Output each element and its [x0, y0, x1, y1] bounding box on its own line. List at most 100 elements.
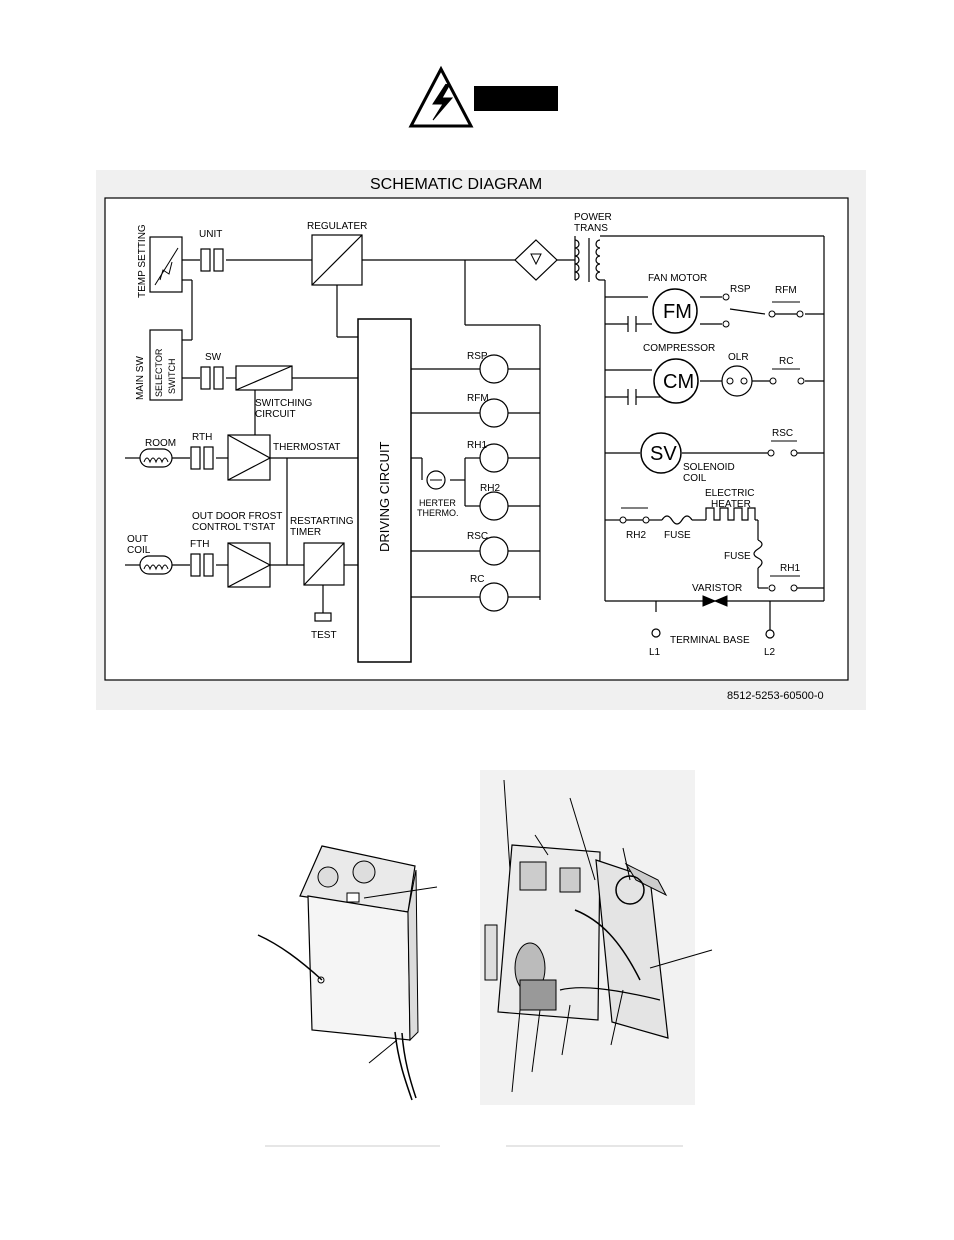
rth-connector-a	[190, 446, 201, 470]
switching-circuit-box	[235, 365, 293, 391]
rsp-switch-label: RSP	[730, 284, 751, 295]
varistor-label: VARISTOR	[692, 583, 742, 594]
temp-setting-box	[149, 236, 183, 293]
rsp-contact-3	[768, 310, 776, 318]
relay-label-rsp: RSP	[467, 351, 488, 362]
rfm-contact	[796, 310, 804, 318]
relay-rc-coil	[479, 582, 509, 612]
driving-circuit-label: DRIVING CIRCUIT	[377, 441, 392, 552]
compressor-label: COMPRESSOR	[643, 343, 715, 354]
rh2-contact-1	[619, 516, 627, 524]
part-number: 8512-5253-60500-0	[727, 690, 824, 702]
temp-setting-arrow	[154, 247, 179, 286]
out-coil-label-2: COIL	[127, 545, 151, 556]
regulater-diagonal	[311, 234, 363, 286]
fuse-1-icon	[661, 515, 693, 525]
rth-label: RTH	[192, 432, 212, 443]
rsc-contact-1	[767, 449, 775, 457]
olr-contact-2	[740, 377, 748, 385]
relay-coils	[479, 354, 509, 612]
control-box-open-illustration	[480, 770, 713, 1105]
solenoid-icon	[640, 432, 682, 474]
switching-label-1: SWITCHING	[255, 398, 312, 409]
varistor-icon-b	[713, 595, 728, 607]
rh1-switch-label: RH1	[780, 563, 800, 574]
regulater-label: REGULATER	[307, 221, 367, 232]
regulater-box	[311, 234, 363, 286]
selector-label-2: SWITCH	[167, 359, 177, 395]
relay-label-rh2: RH2	[480, 483, 500, 494]
selector-label-1: SELECTOR	[154, 348, 164, 397]
heater-label-1: ELECTRIC	[705, 488, 754, 499]
frost-control-triangle	[227, 542, 272, 588]
electric-heater-icon	[705, 507, 756, 521]
warning-label-box	[474, 86, 558, 111]
fuse-1-label: FUSE	[664, 530, 691, 541]
rsc-contact-2	[790, 449, 798, 457]
wiring	[125, 235, 825, 630]
switching-label-2: CIRCUIT	[255, 409, 296, 420]
switching-diagonal	[235, 365, 293, 391]
power-trans-label-2: TRANS	[574, 223, 608, 234]
power-transformer-icon	[574, 238, 605, 282]
terminal-l1	[651, 628, 661, 638]
rh2-contact-2	[642, 516, 650, 524]
terminal-l2	[765, 629, 775, 639]
relay-label-rfm: RFM	[467, 393, 489, 404]
rectifier-diode-icon	[530, 253, 542, 266]
frost-label-1: OUT DOOR FROST	[192, 511, 282, 522]
varistor-icon-a	[702, 595, 717, 607]
test-button	[314, 612, 332, 622]
rsp-contact-2	[722, 320, 730, 328]
compressor-icon	[653, 358, 699, 404]
out-coil-coil	[143, 564, 169, 571]
out-coil-sensor-icon	[139, 555, 173, 575]
unit-label: UNIT	[199, 229, 222, 240]
herter-label-1: HERTER	[419, 498, 456, 508]
sv-label: SV	[650, 443, 677, 465]
relay-label-rc: RC	[470, 574, 484, 585]
relay-rfm-coil	[479, 398, 509, 428]
sw-label: SW	[205, 352, 222, 363]
restarting-timer-box	[303, 542, 345, 586]
fuse-2-icon	[753, 539, 763, 569]
unit-connector-a	[200, 248, 211, 272]
cm-label: CM	[663, 371, 694, 393]
driving-circuit-box	[357, 318, 412, 663]
restarting-diagonal	[303, 542, 345, 586]
fuse-2-label: FUSE	[724, 551, 751, 562]
rth-connector-b	[203, 446, 214, 470]
relay-rh1-coil	[479, 443, 509, 473]
power-trans-label-1: POWER	[574, 212, 612, 223]
fm-label: FM	[663, 301, 692, 323]
bridge-rectifier-icon	[514, 239, 558, 281]
schematic-frame	[104, 197, 849, 681]
diagram-title: SCHEMATIC DIAGRAM	[370, 176, 542, 193]
l2-label: L2	[764, 647, 776, 658]
terminal-base-label: TERMINAL BASE	[670, 635, 750, 646]
rh2-switch-label: RH2	[626, 530, 646, 541]
relay-rsc-coil	[479, 536, 509, 566]
sw-connector-a	[200, 366, 211, 390]
restarting-label-1: RESTARTING	[290, 516, 354, 527]
high-voltage-warning-icon	[408, 65, 474, 128]
out-coil-label-1: OUT	[127, 534, 148, 545]
herter-label-2: THERMO.	[417, 508, 459, 518]
fan-motor-label: FAN MOTOR	[648, 273, 707, 284]
fan-motor-icon	[652, 288, 698, 334]
rc-switch-label: RC	[779, 356, 793, 367]
fth-connector-b	[203, 553, 214, 577]
olr-contact-1	[726, 377, 734, 385]
relay-label-rh1: RH1	[467, 440, 487, 451]
relay-label-rsc: RSC	[467, 531, 488, 542]
relay-rsp-coil	[479, 354, 509, 384]
thermostat-triangle	[227, 434, 272, 481]
control-box-closed-illustration	[257, 845, 438, 1101]
room-sensor-icon	[139, 448, 173, 468]
temp-setting-label: TEMP SETTING	[137, 224, 148, 298]
test-label: TEST	[311, 630, 337, 641]
rc-contact-1	[769, 377, 777, 385]
olr-icon	[721, 365, 753, 397]
